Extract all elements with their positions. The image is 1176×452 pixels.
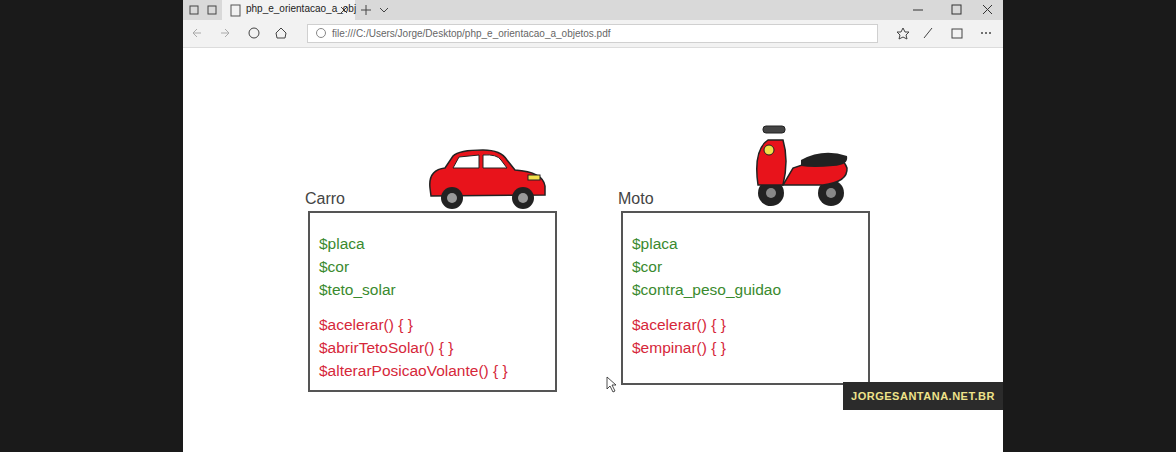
address-bar: file:///C:/Users/Jorge/Desktop/php_e_ori… xyxy=(183,20,1003,48)
reload-icon xyxy=(249,28,259,38)
class-border: $placa$cor$teto_solar $acelerar() { }$abr… xyxy=(308,211,557,392)
scooter-picture xyxy=(757,126,847,206)
address-field: file:///C:/Users/Jorge/Desktop/php_e_ori… xyxy=(307,24,878,43)
attribute: $cor xyxy=(632,255,859,278)
class-name: Carro xyxy=(305,190,345,208)
title-bar: php_e_orientacao_a_obj xyxy=(183,0,1003,20)
chevron-icon xyxy=(380,8,388,12)
car-picture xyxy=(430,150,545,209)
attribute: $contra_peso_guidao xyxy=(632,278,859,301)
class-name: Moto xyxy=(618,190,654,208)
browser-tab: php_e_orientacao_a_obj xyxy=(222,0,355,20)
minimize-icon xyxy=(913,10,923,11)
method: $acelerar() { } xyxy=(319,313,546,336)
maximize-icon xyxy=(952,5,961,14)
close-icon xyxy=(983,5,992,14)
tab-title: php_e_orientacao_a_obj xyxy=(246,3,356,14)
class-border: $placa$cor$contra_peso_guidao $acelerar()… xyxy=(621,211,870,385)
watermark-box: JORGESANTANA.NET.BR xyxy=(843,382,1003,410)
home-icon xyxy=(276,28,286,38)
plus-icon xyxy=(366,5,367,15)
method: $abrirTetoSolar() { } xyxy=(319,336,546,359)
black-bar xyxy=(1003,0,1176,452)
attribute: $teto_solar xyxy=(319,278,546,301)
back-icon xyxy=(193,29,201,37)
mouse-cursor xyxy=(607,377,616,392)
browser-window: php_e_orientacao_a_obj file:///C:/Users/… xyxy=(183,0,1003,452)
pen-icon xyxy=(924,28,932,38)
tab-icon xyxy=(208,6,216,14)
favorites-icon xyxy=(897,28,909,39)
forward-icon xyxy=(221,29,229,37)
attribute: $cor xyxy=(319,255,546,278)
tab-favicon xyxy=(228,0,248,20)
info-icon xyxy=(313,25,333,42)
attribute: $placa xyxy=(632,232,859,255)
black-bar xyxy=(0,0,183,452)
url-text: file:///C:/Users/Jorge/Desktop/php_e_ori… xyxy=(332,28,611,39)
close-icon xyxy=(983,5,992,14)
share-icon xyxy=(952,29,962,38)
method: $alterarPosicaoVolante() { } xyxy=(319,359,546,382)
method: $empinar() { } xyxy=(632,336,859,359)
attribute: $placa xyxy=(319,232,546,255)
tab-icon xyxy=(190,6,198,14)
method: $acelerar() { } xyxy=(632,313,859,336)
watermark: JORGESANTANA.NET.BR xyxy=(843,382,1003,410)
